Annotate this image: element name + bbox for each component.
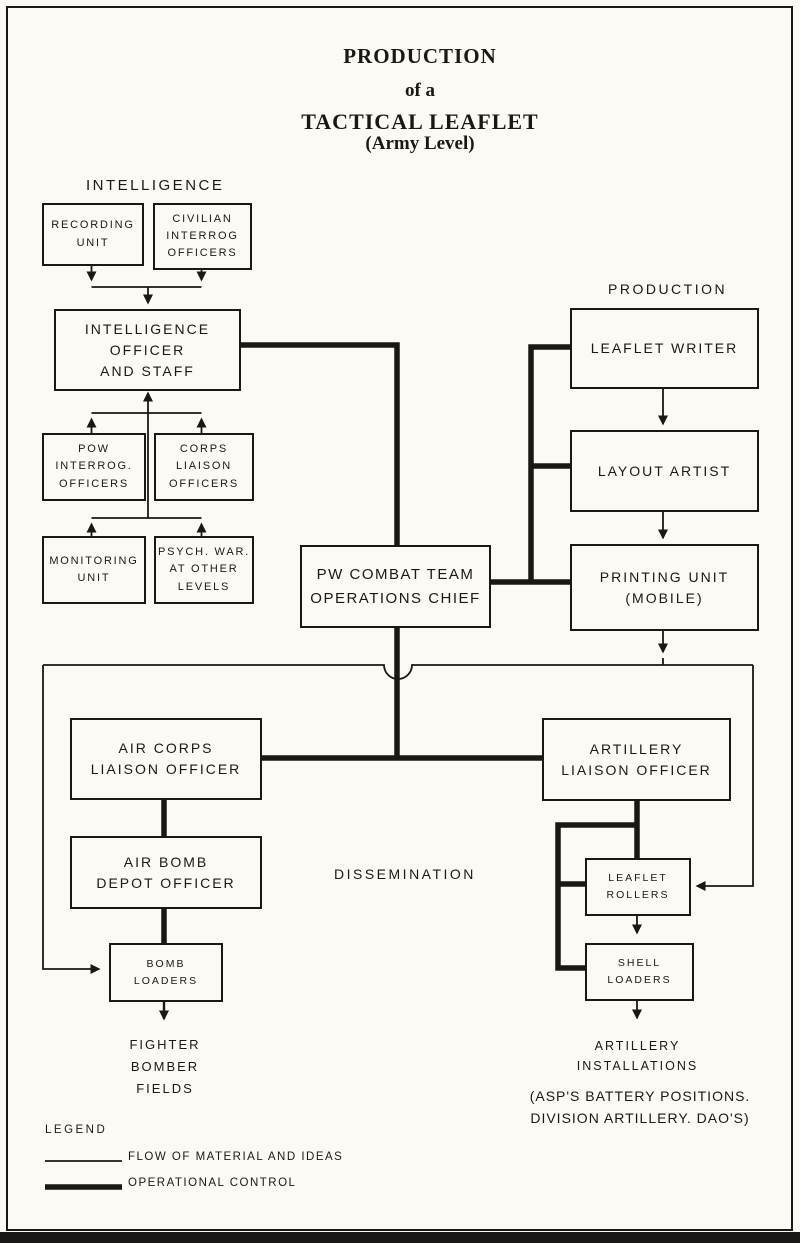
- page-bottom-band: [0, 1232, 800, 1243]
- node-printing-unit-mobile: PRINTING UNIT (MOBILE): [570, 544, 759, 631]
- node-leaflet-rollers: LEAFLET ROLLERS: [585, 858, 691, 916]
- node-civilian-interrog-officers: CIVILIAN INTERROG OFFICERS: [153, 203, 252, 270]
- terminal-fighter-bomber-fields: FIGHTER BOMBER FIELDS: [129, 1037, 201, 1097]
- section-label-dissemination: DISSEMINATION: [334, 866, 476, 882]
- op-intel-to-pwcombat: [237, 342, 400, 545]
- terminal-artillery-installations: ARTILLERY INSTALLATIONS: [576, 1039, 699, 1073]
- node-pw-combat-team-operations-chief: PW COMBAT TEAM OPERATIONS CHIEF: [300, 545, 491, 628]
- legend-item-operational-control: OPERATIONAL CONTROL: [128, 1177, 297, 1189]
- edge-rail-to-bombloaders: [42, 665, 101, 974]
- node-artillery-liaison-officer: ARTILLERY LIAISON OFFICER: [542, 718, 731, 801]
- title-line-1: PRODUCTION: [343, 44, 497, 68]
- legend-title: LEGEND: [45, 1124, 108, 1136]
- op-artillery-branch: [555, 822, 637, 971]
- node-air-bomb-depot-officer: AIR BOMB DEPOT OFFICER: [70, 836, 262, 909]
- node-monitoring-unit: MONITORING UNIT: [42, 536, 146, 604]
- node-pow-interrog-officers: POW INTERROG. OFFICERS: [42, 433, 146, 501]
- node-psych-war-at-other-levels: PSYCH. WAR. AT OTHER LEVELS: [154, 536, 254, 604]
- page-border: [6, 6, 793, 1231]
- node-shell-loaders: SHELL LOADERS: [585, 943, 694, 1001]
- node-bomb-loaders: BOMB LOADERS: [109, 943, 223, 1002]
- node-corps-liaison-officers: CORPS LIAISON OFFICERS: [154, 433, 254, 501]
- section-label-intelligence: INTELLIGENCE: [86, 177, 225, 194]
- op-production-rail: [528, 344, 570, 582]
- node-intelligence-officer-and-staff: INTELLIGENCE OFFICER AND STAFF: [54, 309, 241, 391]
- node-recording-unit: RECORDING UNIT: [42, 203, 144, 266]
- title-line-3: TACTICAL LEAFLET: [301, 109, 539, 134]
- node-air-corps-liaison-officer: AIR CORPS LIAISON OFFICER: [70, 718, 262, 800]
- node-leaflet-writer: LEAFLET WRITER: [570, 308, 759, 389]
- section-label-production: PRODUCTION: [608, 281, 728, 297]
- node-layout-artist: LAYOUT ARTIST: [570, 430, 759, 512]
- edge-rail-to-rollers: [695, 665, 754, 891]
- legend-item-flow-of-material: FLOW OF MATERIAL AND IDEAS: [128, 1151, 344, 1163]
- title-line-4: (Army Level): [365, 133, 475, 154]
- terminal-artillery-note: (ASP'S BATTERY POSITIONS. DIVISION ARTIL…: [529, 1088, 751, 1126]
- title-line-2: of a: [404, 80, 436, 101]
